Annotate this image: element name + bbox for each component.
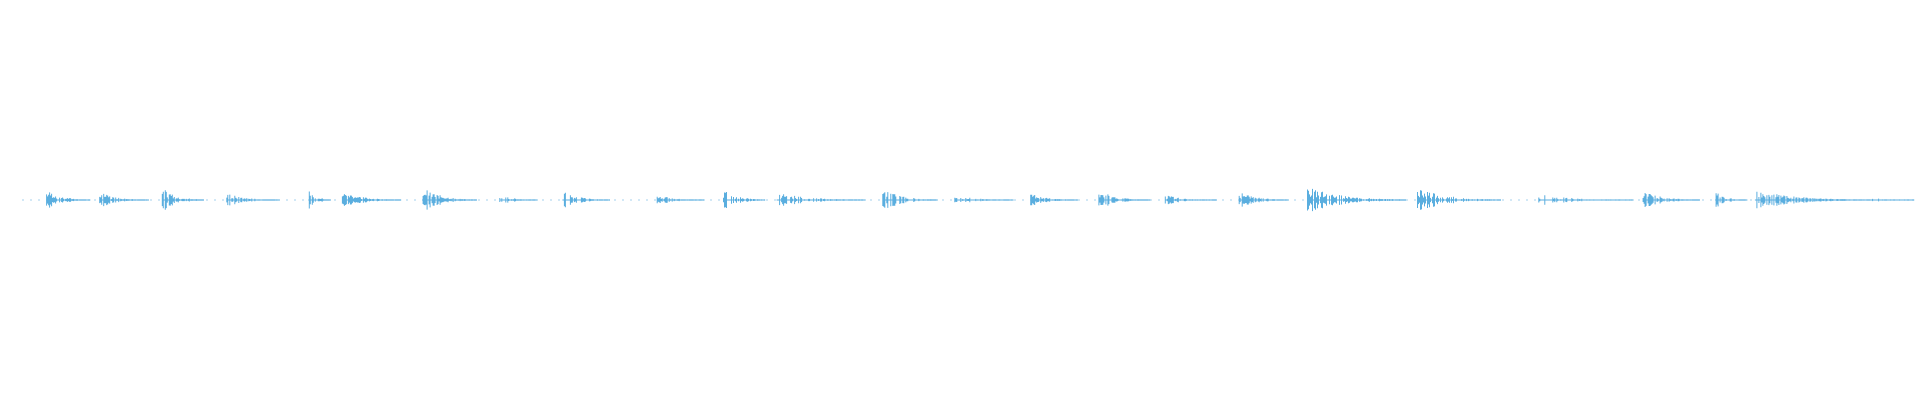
waveform-burst	[341, 194, 402, 206]
waveform-burst	[1030, 194, 1079, 206]
waveform-burst	[1098, 194, 1151, 206]
waveform-burst	[1164, 195, 1217, 205]
waveform-burst	[723, 192, 766, 208]
waveform-burst	[1642, 193, 1700, 207]
waveform-burst	[656, 196, 705, 204]
waveform-burst	[1870, 198, 1915, 202]
waveform-burst	[954, 197, 1014, 203]
waveform-burst	[499, 197, 538, 203]
waveform-marks	[46, 188, 1915, 212]
waveform-burst	[882, 192, 938, 208]
waveform-burst	[1307, 188, 1407, 212]
waveform-burst	[1754, 191, 1871, 209]
waveform-burst	[1538, 195, 1634, 205]
waveform-burst	[1715, 193, 1748, 207]
waveform-burst	[1417, 190, 1501, 210]
waveform-burst	[562, 192, 610, 208]
waveform-burst	[1238, 193, 1289, 207]
waveform-burst	[161, 190, 204, 210]
waveform-burst	[776, 194, 866, 206]
waveform-burst	[422, 190, 477, 210]
waveform-burst	[46, 192, 91, 208]
waveform-burst	[226, 194, 280, 206]
waveform-burst	[99, 193, 149, 207]
waveform-burst	[308, 191, 331, 209]
